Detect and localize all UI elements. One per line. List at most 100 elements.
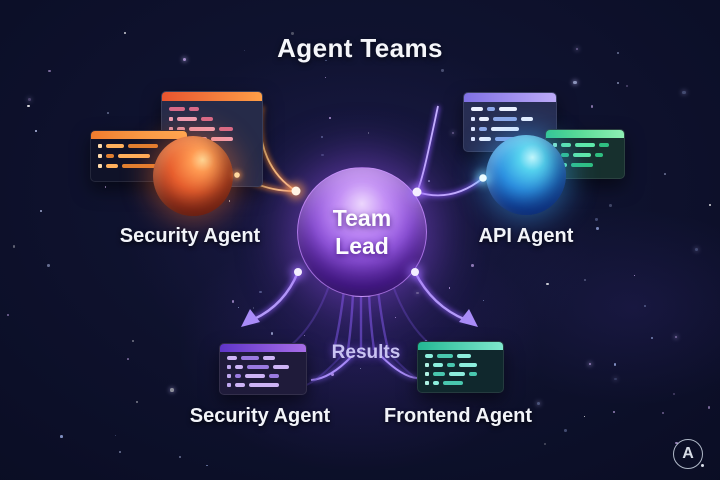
star [564, 429, 568, 433]
window-header [91, 131, 187, 139]
page-title: Agent Teams [277, 33, 443, 63]
star [589, 362, 592, 366]
star [651, 337, 654, 340]
star [12, 245, 16, 248]
star [183, 58, 187, 62]
star [682, 90, 686, 95]
star [136, 401, 138, 403]
circled-a-logo: A [673, 439, 704, 469]
star [27, 105, 30, 108]
star [178, 455, 182, 459]
star [124, 31, 127, 34]
star [328, 117, 331, 120]
star [451, 131, 455, 135]
window-body [418, 350, 503, 395]
star [132, 340, 134, 342]
star [106, 112, 109, 115]
star [237, 307, 240, 309]
window-header [162, 92, 262, 101]
star [321, 136, 323, 138]
window-body [464, 102, 556, 151]
code-line [227, 383, 299, 387]
star [694, 247, 698, 251]
code-line [553, 143, 617, 147]
star [39, 209, 42, 212]
star [395, 316, 397, 318]
star [575, 48, 579, 51]
window-body [220, 352, 306, 397]
star [583, 416, 586, 418]
star [229, 200, 231, 202]
star [7, 313, 10, 316]
star [674, 335, 678, 339]
code-line [425, 372, 496, 376]
star [482, 300, 484, 302]
star [471, 264, 474, 267]
code-window-bottom-security [219, 343, 307, 395]
code-line [98, 154, 180, 158]
star [625, 84, 629, 88]
code-line [471, 127, 549, 131]
logo-letter: A [682, 445, 694, 462]
lead-sphere-tendrils [289, 282, 433, 351]
star [617, 51, 620, 55]
window-header [546, 130, 624, 138]
code-window-bottom-frontend [417, 341, 504, 393]
window-header [464, 93, 556, 102]
star [291, 32, 294, 35]
code-line [425, 381, 496, 385]
star [324, 76, 327, 79]
node-dot [232, 170, 491, 280]
security-agent-sphere [153, 136, 233, 216]
results-label: Results [331, 342, 401, 363]
window-body [91, 139, 187, 178]
star [634, 275, 636, 277]
code-line [98, 144, 180, 148]
star [441, 69, 444, 72]
security-agent-bottom-label: Security Agent [189, 405, 331, 427]
star [28, 98, 32, 102]
star [707, 406, 710, 409]
star [590, 105, 594, 108]
api-agent-sphere [486, 135, 566, 215]
star [614, 377, 617, 381]
star [448, 287, 451, 289]
star [644, 304, 646, 307]
star [359, 368, 361, 370]
star [612, 410, 616, 414]
star [543, 443, 546, 446]
star [672, 392, 675, 395]
star [115, 434, 117, 436]
star [270, 332, 274, 335]
code-line [169, 107, 255, 111]
star [170, 388, 174, 392]
star [104, 186, 106, 188]
code-line [227, 356, 299, 360]
window-header [220, 344, 306, 352]
star [127, 358, 129, 360]
star [608, 204, 612, 207]
star [252, 307, 255, 309]
star [303, 334, 306, 337]
team-lead-label-line2: Lead [335, 233, 389, 259]
code-line [227, 374, 299, 378]
star [48, 69, 51, 73]
star [596, 227, 600, 230]
team-lead-sphere: Team Lead [297, 167, 427, 297]
star [595, 218, 598, 221]
star [573, 80, 577, 84]
code-line [227, 365, 299, 369]
code-line [169, 127, 255, 131]
security-agent-left-label: Security Agent [119, 225, 261, 247]
star [205, 464, 208, 467]
star [34, 129, 37, 132]
star [537, 402, 541, 406]
code-line [425, 354, 496, 358]
api-agent-label: API Agent [478, 225, 574, 247]
star [47, 264, 50, 267]
star [584, 278, 587, 281]
star [708, 203, 711, 206]
code-line [471, 107, 549, 111]
